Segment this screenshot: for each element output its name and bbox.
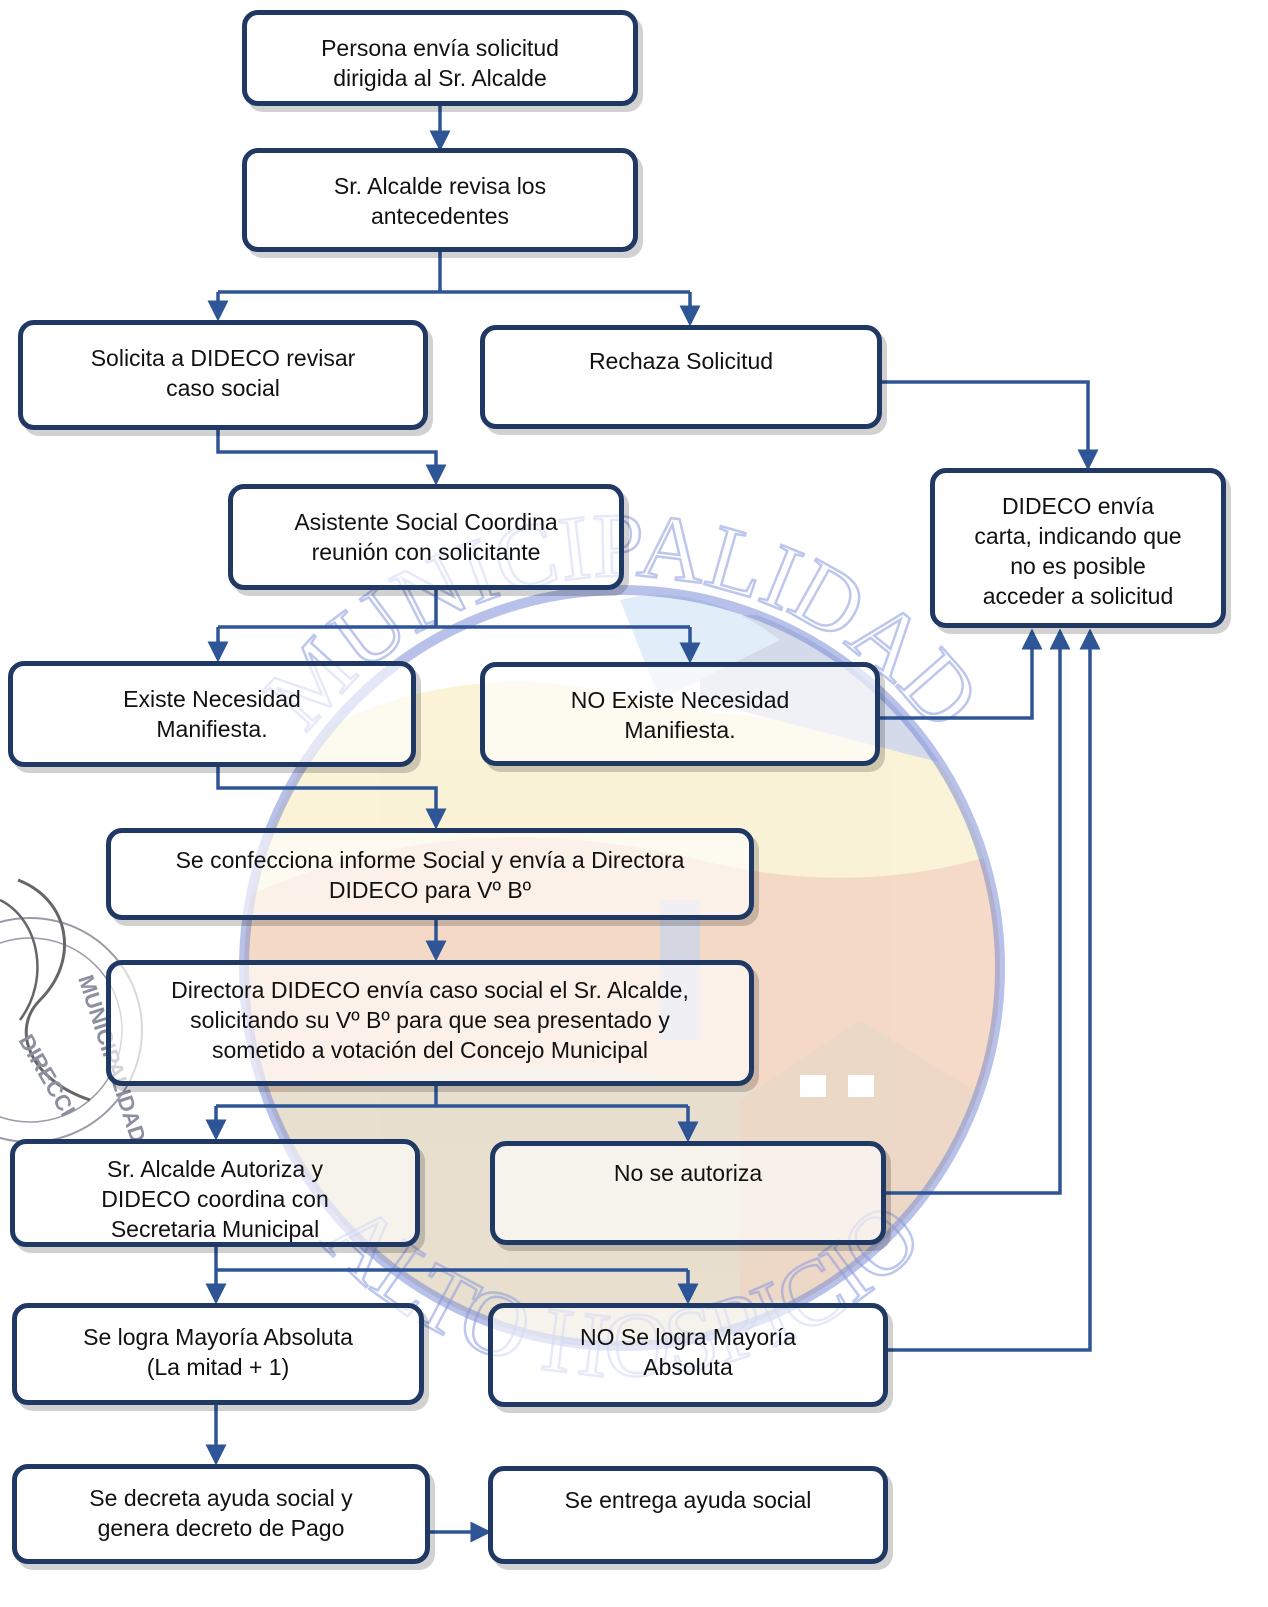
node-social-report: Se confecciona informe Social y envía a …	[106, 828, 754, 920]
node-social-worker-meeting: Asistente Social Coordina reunión con so…	[228, 484, 624, 590]
node-reject-request: Rechaza Solicitud	[480, 325, 882, 429]
connector-n10-split	[216, 1083, 688, 1108]
connector-n3-n5	[216, 428, 447, 486]
node-no-need: NO Existe Necesidad Manifiesta.	[480, 662, 880, 766]
node-submit-request: Persona envía solicitud dirigida al Sr. …	[242, 10, 638, 106]
connector-n11-split	[214, 1245, 688, 1272]
node-mayor-authorizes: Sr. Alcalde Autoriza y DIDECO coordina c…	[10, 1139, 420, 1247]
connector-n2-split	[218, 249, 690, 294]
connector-n4-n6	[880, 380, 1099, 471]
node-deliver-aid: Se entrega ayuda social	[488, 1466, 888, 1564]
node-no-absolute-majority: NO Se logra Mayoría Absoluta	[488, 1303, 888, 1407]
node-dideco-rejection-letter: DIDECO envía carta, indicando que no es …	[930, 468, 1226, 628]
connector-n12-n6	[885, 628, 1071, 1195]
node-not-authorized: No se autoriza	[490, 1141, 886, 1245]
connector-n7-n9	[216, 765, 447, 830]
node-decree-payment: Se decreta ayuda social y genera decreto…	[12, 1464, 430, 1564]
node-director-sends-case: Directora DIDECO envía caso social el Sr…	[106, 960, 754, 1086]
connector-n14-n6	[886, 628, 1101, 1352]
node-mayor-reviews: Sr. Alcalde revisa los antecedentes	[242, 148, 638, 252]
connector-n8-n6	[878, 628, 1043, 720]
node-request-dideco-review: Solicita a DIDECO revisar caso social	[18, 320, 428, 430]
node-need-exists: Existe Necesidad Manifiesta.	[8, 661, 416, 767]
node-absolute-majority: Se logra Mayoría Absoluta (La mitad + 1)	[12, 1303, 424, 1405]
connector-n5-split	[218, 588, 690, 629]
